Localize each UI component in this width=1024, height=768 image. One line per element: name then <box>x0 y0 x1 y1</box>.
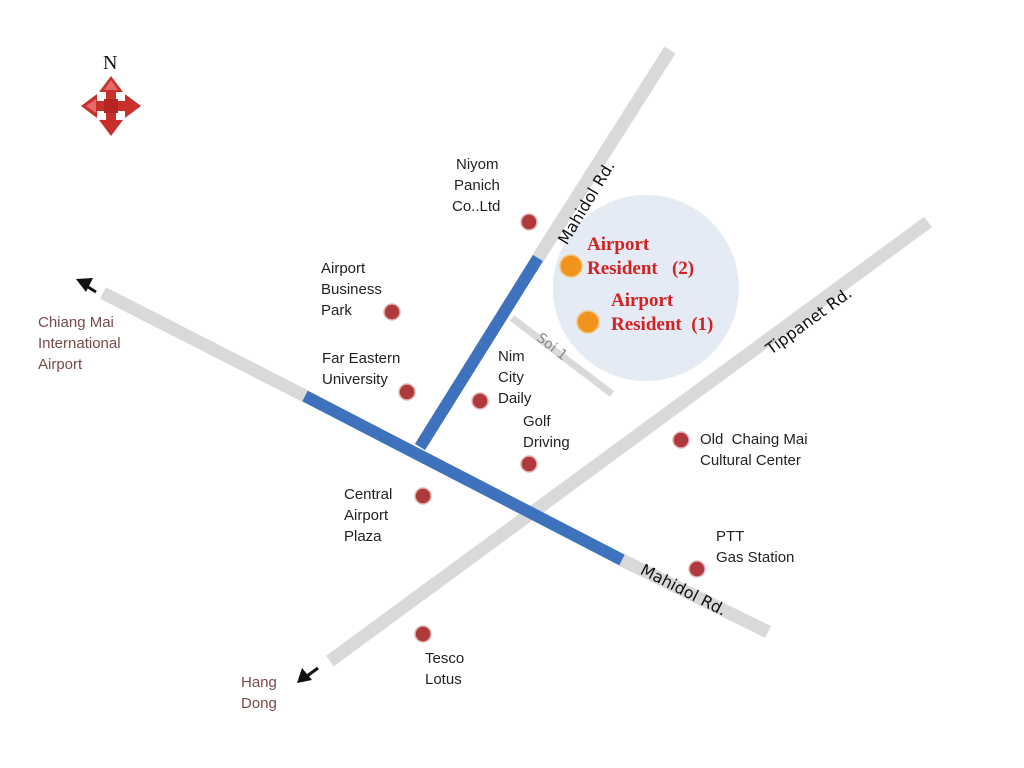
poi-niyom-line-2: Panich <box>454 177 500 194</box>
poi-ncd-line-3: Daily <box>498 390 532 407</box>
destination-airport-line-3: Airport <box>38 356 83 373</box>
hotel-dot-resident-2 <box>559 254 583 278</box>
destination-hang-dong: Hang Dong <box>241 672 277 714</box>
poi-label-airport-business-park: Airport Business Park <box>321 258 382 321</box>
poi-cap-line-3: Plaza <box>344 528 382 545</box>
hotel-resident-1-line-1: Airport <box>611 290 674 311</box>
hotel-area-circle <box>553 195 739 381</box>
poi-label-nim-city-daily: Nim City Daily <box>498 346 531 409</box>
poi-dot-tesco-lotus <box>414 625 432 643</box>
mahidol-road-highlight-north <box>414 254 544 451</box>
poi-ncd-line-2: City <box>498 369 524 386</box>
mahidol-road-highlight-main <box>302 390 625 566</box>
poi-niyom-line-1: Niyom <box>456 156 499 173</box>
mahidol-road-east-segment <box>619 554 771 638</box>
soi-1-road <box>509 315 615 397</box>
compass-rose-icon <box>81 76 141 136</box>
poi-label-ptt-gas-station: PTT Gas Station <box>716 526 794 568</box>
poi-label-golf-driving: Golf Driving <box>523 411 570 453</box>
poi-abp-line-2: Business <box>321 281 382 298</box>
poi-dot-airport-business-park <box>383 303 401 321</box>
poi-tesco-line-1: Tesco <box>425 650 465 667</box>
hotel-label-resident-2: Airport Resident (2) <box>587 233 694 281</box>
poi-ocm-line-2: Cultural Center <box>700 452 801 469</box>
compass-north-label: N <box>103 52 118 74</box>
poi-dot-nim-city-daily <box>471 392 489 410</box>
mahidol-road-west-segment <box>100 287 308 402</box>
poi-label-niyom-panich: Niyom Panich Co..Ltd <box>452 154 500 217</box>
poi-cap-line-2: Airport <box>344 507 389 524</box>
poi-tesco-line-2: Lotus <box>425 671 462 688</box>
destination-hang-dong-line-2: Dong <box>241 695 277 712</box>
poi-dot-golf-driving <box>520 455 538 473</box>
poi-golf-line-2: Driving <box>523 434 570 451</box>
poi-dot-old-chiang-mai-cultural-center <box>672 431 690 449</box>
poi-label-central-airport-plaza: Central Airport Plaza <box>344 484 392 547</box>
hotel-dot-resident-1 <box>576 310 600 334</box>
poi-dot-far-eastern-university <box>398 383 416 401</box>
arrow-hang-dong-icon <box>297 666 319 683</box>
poi-abp-line-3: Park <box>321 302 352 319</box>
poi-ptt-line-1: PTT <box>716 528 745 545</box>
poi-label-tesco-lotus: Tesco Lotus <box>425 648 464 690</box>
destination-hang-dong-line-1: Hang <box>241 674 277 691</box>
poi-feu-line-2: University <box>322 371 388 388</box>
poi-label-far-eastern-university: Far Eastern University <box>322 348 400 390</box>
hotel-label-resident-1: Airport Resident (1) <box>611 289 713 337</box>
poi-ncd-line-1: Nim <box>498 348 525 365</box>
destination-airport-line-1: Chiang Mai <box>38 314 114 331</box>
poi-feu-line-1: Far Eastern <box>322 350 401 367</box>
poi-niyom-line-3: Co..Ltd <box>452 198 501 215</box>
poi-cap-line-1: Central <box>344 486 393 503</box>
poi-ocm-line-1: Old Chaing Mai <box>700 431 808 448</box>
poi-abp-line-1: Airport <box>321 260 366 277</box>
hotel-resident-2-line-2: Resident (2) <box>587 258 695 279</box>
arrow-airport-icon <box>76 278 97 294</box>
poi-label-old-chiang-mai-cultural-center: Old Chaing Mai Cultural Center <box>700 429 808 471</box>
destination-airport-line-2: International <box>38 335 121 352</box>
poi-ptt-line-2: Gas Station <box>716 549 795 566</box>
hotel-resident-2-line-1: Airport <box>587 234 650 255</box>
mahidol-road-north-segment <box>532 46 676 262</box>
poi-dot-niyom-panich <box>520 213 538 231</box>
poi-dot-central-airport-plaza <box>414 487 432 505</box>
hotel-resident-1-line-2: Resident (1) <box>611 314 714 335</box>
poi-dot-ptt-gas-station <box>688 560 706 578</box>
poi-golf-line-1: Golf <box>523 413 551 430</box>
tippanet-road <box>326 216 932 667</box>
destination-chiang-mai-airport: Chiang Mai International Airport <box>38 312 121 375</box>
